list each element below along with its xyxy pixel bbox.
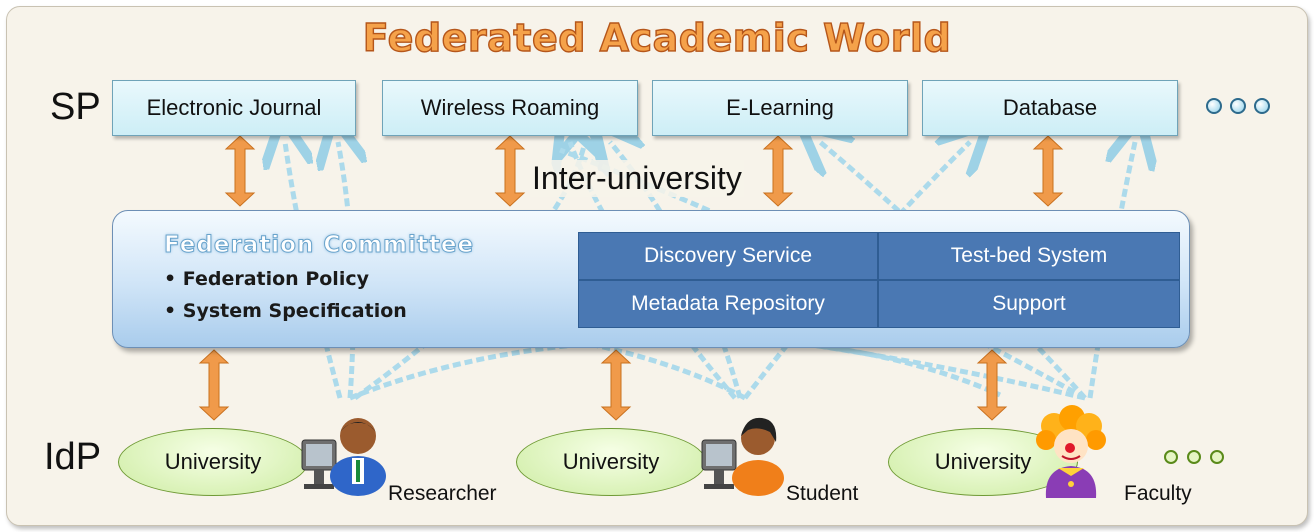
sp-box-e-learning: E-Learning (652, 80, 908, 136)
user-label-faculty: Faculty (1124, 482, 1192, 505)
student-at-computer-icon (701, 417, 784, 496)
federation-committee-title: Federation Committee (163, 232, 475, 259)
dashed-path (743, 142, 970, 400)
sp-box-database: Database (922, 80, 1178, 136)
university-node-2: University (516, 428, 706, 496)
grid-cell-support: Support (878, 280, 1180, 328)
more-idp-ellipsis-icon (1164, 450, 1224, 464)
double-arrow (600, 349, 632, 421)
double-arrow (762, 135, 794, 207)
double-arrow (1032, 135, 1064, 207)
double-arrow (494, 135, 526, 207)
user-label-researcher: Researcher (388, 482, 497, 505)
sp-box-wireless-roaming: Wireless Roaming (382, 80, 638, 136)
double-arrow (976, 349, 1008, 421)
dashed-path (285, 142, 343, 399)
diagram-title: Federated Academic World (362, 15, 952, 60)
orange-double-arrows (198, 135, 1064, 421)
sp-row-label: SP (50, 86, 101, 128)
sp-box-electronic-journal: Electronic Journal (112, 80, 356, 136)
double-arrow (224, 135, 256, 207)
committee-item-specification: • System Specification (164, 300, 407, 322)
clown-avatar-icon (1036, 405, 1106, 498)
more-sp-ellipsis-icon (1206, 98, 1270, 114)
double-arrow (198, 349, 230, 421)
user-label-student: Student (786, 482, 859, 505)
committee-item-policy: • Federation Policy (164, 268, 369, 290)
researcher-at-computer-icon (301, 418, 386, 496)
grid-cell-metadata-repository: Metadata Repository (578, 280, 878, 328)
university-node-1: University (118, 428, 308, 496)
inter-university-label: Inter-university (530, 160, 744, 197)
idp-row-label: IdP (44, 436, 102, 478)
grid-cell-discovery-service: Discovery Service (578, 232, 878, 280)
grid-cell-test-bed-system: Test-bed System (878, 232, 1180, 280)
dashed-path (349, 336, 1002, 401)
